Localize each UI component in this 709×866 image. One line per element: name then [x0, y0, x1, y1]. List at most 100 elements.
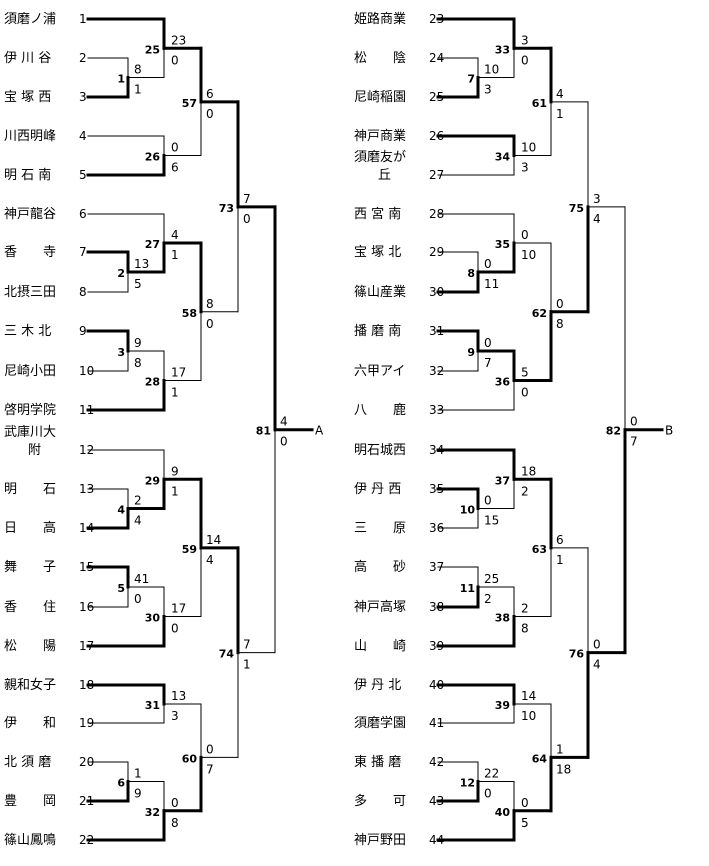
team-seed: 42 — [429, 755, 444, 769]
team-seed: 34 — [429, 443, 444, 457]
team-seed: 41 — [429, 716, 444, 730]
bracket-lines — [86, 17, 664, 842]
team-seed: 26 — [429, 129, 444, 143]
score-bottom: 18 — [556, 762, 571, 776]
score-top: 0 — [556, 297, 564, 311]
team-name: 六甲アイ — [354, 364, 405, 379]
score-top: 0 — [171, 141, 179, 155]
score-bottom: 0 — [243, 212, 251, 226]
match-number: 8 — [467, 267, 475, 280]
match-number: 34 — [495, 151, 511, 164]
team-seed: 43 — [429, 794, 444, 808]
team-name: 篠山産業 — [354, 284, 406, 300]
score-bottom: 3 — [171, 709, 179, 723]
team-seed: 2 — [79, 51, 87, 65]
score-top: 8 — [206, 297, 214, 311]
score-bottom: 1 — [556, 553, 564, 567]
team-name: 八 鹿 — [354, 402, 406, 418]
score-top: 4 — [556, 87, 564, 101]
team-seed: 7 — [79, 245, 87, 259]
team-seed: 38 — [429, 600, 444, 614]
team-seed: 40 — [429, 678, 444, 692]
score-top: 10 — [521, 141, 536, 155]
team-seed: 10 — [79, 364, 94, 378]
score-bottom: 8 — [134, 356, 142, 370]
match-number: 37 — [495, 474, 510, 487]
score-bottom: 5 — [134, 277, 142, 291]
team-name: 神戸龍谷 — [4, 206, 56, 222]
score-top: 6 — [556, 533, 564, 547]
score-bottom: 5 — [521, 816, 529, 830]
match-number: 31 — [145, 699, 160, 712]
match-number: 25 — [145, 43, 160, 56]
score-top: 5 — [521, 366, 529, 380]
team-seed: 20 — [79, 755, 94, 769]
match-number: 9 — [467, 346, 475, 359]
team-seed: 15 — [79, 560, 94, 574]
team-seed: 37 — [429, 560, 444, 574]
team-seed: 30 — [429, 285, 444, 299]
score-top: 7 — [243, 192, 251, 206]
team-name: 伊 和 — [4, 716, 56, 731]
team-name: 日 高 — [4, 520, 56, 536]
score-bottom: 6 — [171, 161, 179, 175]
match-number: 73 — [219, 202, 234, 215]
team-seed: 14 — [79, 521, 94, 535]
team-name: 伊 丹 西 — [354, 482, 401, 497]
team-seed: 8 — [79, 285, 87, 299]
team-seed: 4 — [79, 129, 87, 143]
score-top: 6 — [206, 87, 214, 101]
score-top: 3 — [521, 33, 529, 47]
team-name: 舞 子 — [4, 560, 56, 575]
team-name: 豊 岡 — [4, 794, 56, 809]
team-name: 尼崎稲園 — [354, 90, 406, 105]
team-seed: 22 — [79, 833, 94, 847]
match-number: 60 — [182, 752, 198, 765]
match-number: 38 — [495, 612, 510, 625]
team-seed: 39 — [429, 639, 444, 653]
team-name: 伊 川 谷 — [4, 51, 51, 66]
match-number: 75 — [569, 202, 584, 215]
match-number: 62 — [532, 307, 547, 320]
score-top: 0 — [484, 336, 492, 350]
team-name: 神戸野田 — [354, 833, 406, 848]
team-name: 播 磨 南 — [354, 323, 401, 339]
match-number: 61 — [532, 97, 547, 110]
score-bottom: 1 — [171, 248, 179, 262]
score-bottom: 2 — [521, 484, 529, 498]
score-top: 4 — [171, 228, 179, 242]
team-name: 多 可 — [354, 793, 406, 809]
team-name: 香 寺 — [4, 245, 56, 260]
match-number: 40 — [495, 806, 511, 819]
score-top: 0 — [484, 257, 492, 271]
score-bottom: 3 — [484, 83, 492, 97]
team-seed: 19 — [79, 716, 94, 730]
score-bottom: 0 — [134, 592, 142, 606]
score-bottom: 0 — [280, 435, 288, 449]
score-bottom: 4 — [206, 553, 214, 567]
team-name: 明 石 — [4, 482, 56, 497]
team-seed: 12 — [79, 443, 94, 457]
score-bottom: 0 — [171, 622, 179, 636]
score-top: 23 — [171, 33, 186, 47]
team-seed: 33 — [429, 403, 444, 417]
score-top: 17 — [171, 366, 186, 380]
score-top: 9 — [171, 464, 179, 478]
team-name: 三 原 — [354, 521, 406, 536]
score-top: 2 — [521, 602, 529, 616]
match-number: 59 — [182, 543, 197, 556]
match-number: 58 — [182, 307, 197, 320]
team-name: 啓明学院 — [4, 402, 56, 418]
team-seed: 16 — [79, 600, 94, 614]
score-top: 17 — [171, 602, 186, 616]
team-name: 東 播 磨 — [354, 754, 401, 770]
team-name-line2: 丘 — [378, 168, 391, 183]
match-number: 64 — [532, 752, 548, 765]
team-name: 宝 塚 西 — [4, 90, 51, 105]
team-name: 武庫川大 — [4, 425, 56, 440]
score-bottom: 10 — [521, 709, 536, 723]
match-number: 7 — [467, 73, 475, 86]
score-bottom: 0 — [521, 53, 529, 67]
team-name: 尼崎小田 — [4, 364, 56, 379]
